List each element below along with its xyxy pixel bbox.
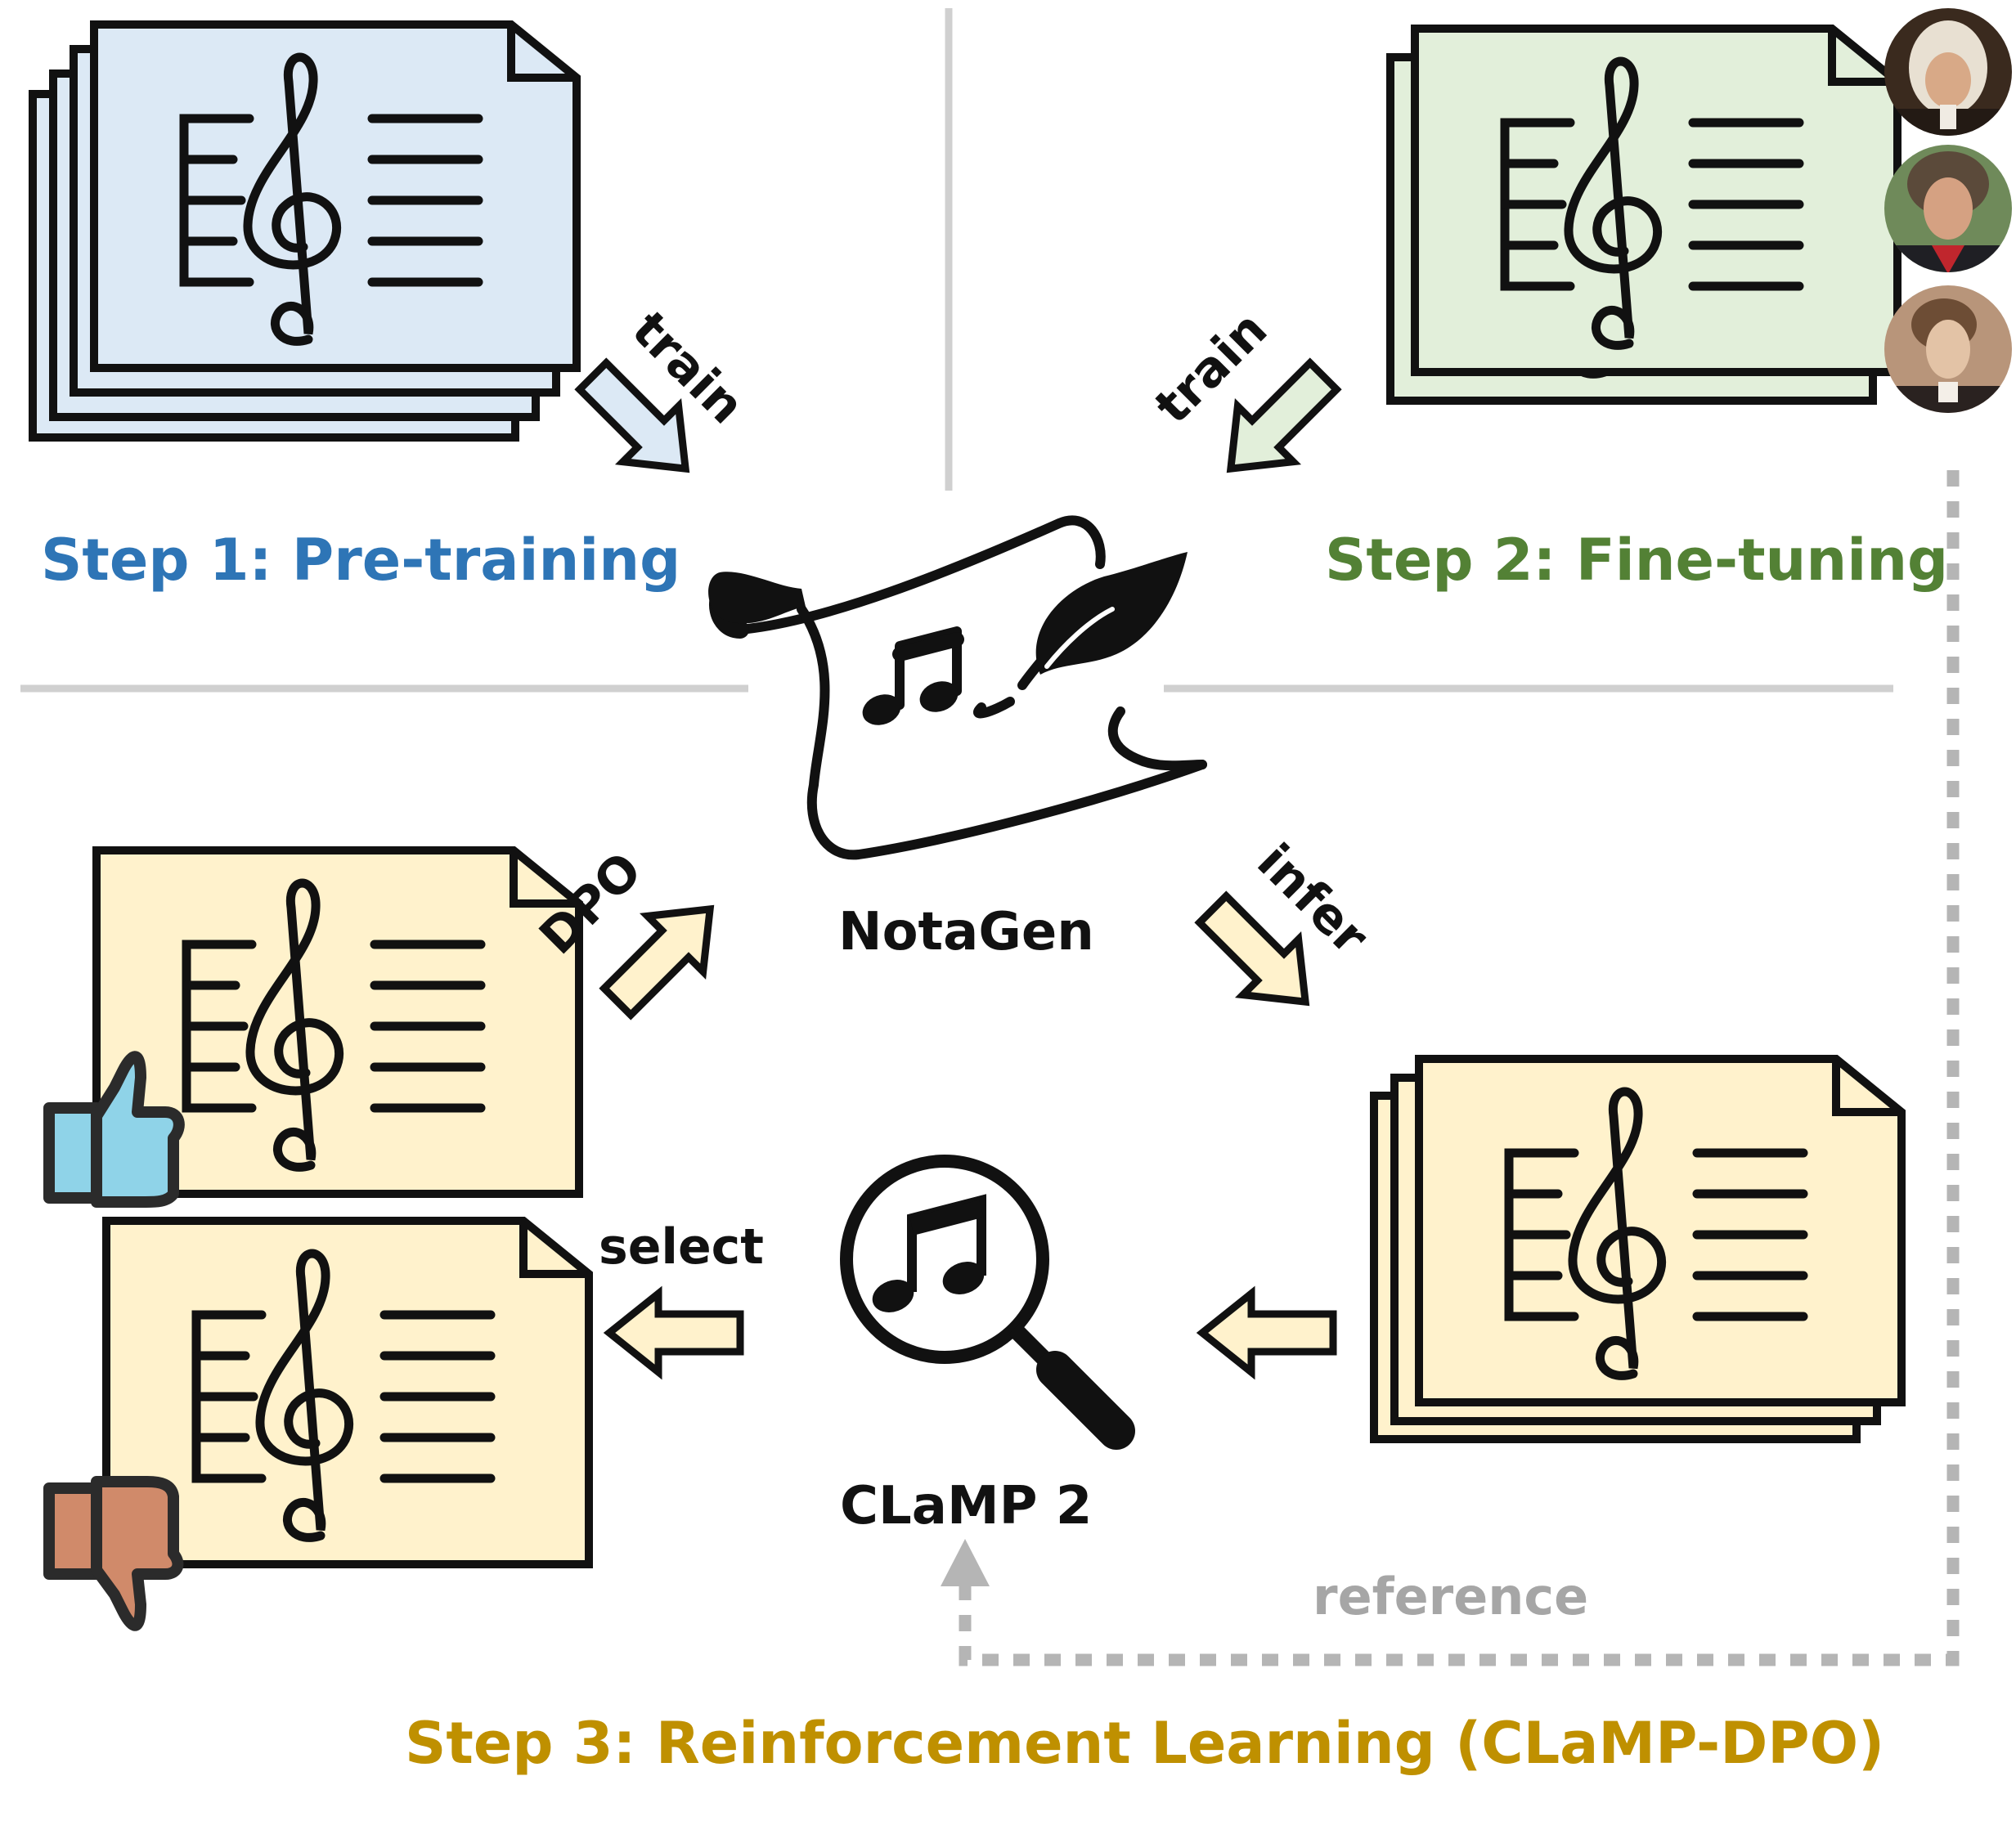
beethoven-portrait [1883,145,2014,294]
chopin-portrait [1883,285,2014,435]
step2-title: Step 2: Fine-tuning [1325,531,1948,589]
notagen-label: NotaGen [838,906,1094,958]
generated-scores-stack [1374,1059,1902,1439]
bach-portrait [1883,8,2014,158]
clamp-icon [846,1161,1116,1431]
reference-arrowhead [941,1539,990,1586]
step1-title: Step 1: Pre-training [41,531,680,589]
thumbs-down-icon [49,1482,177,1626]
select-label: select [599,1222,764,1272]
clamp-input-arrow [1202,1294,1333,1372]
select-arrow [609,1294,740,1372]
composer-portraits [1883,8,2014,435]
clamp-label: CLaMP 2 [840,1480,1092,1532]
reference-label: reference [1313,1572,1588,1622]
pretrain-scores-stack [33,25,577,437]
finetune-scores-stack [1390,29,1897,401]
step3-title: Step 3: Reinforcement Learning (CLaMP-DP… [405,1715,1884,1772]
